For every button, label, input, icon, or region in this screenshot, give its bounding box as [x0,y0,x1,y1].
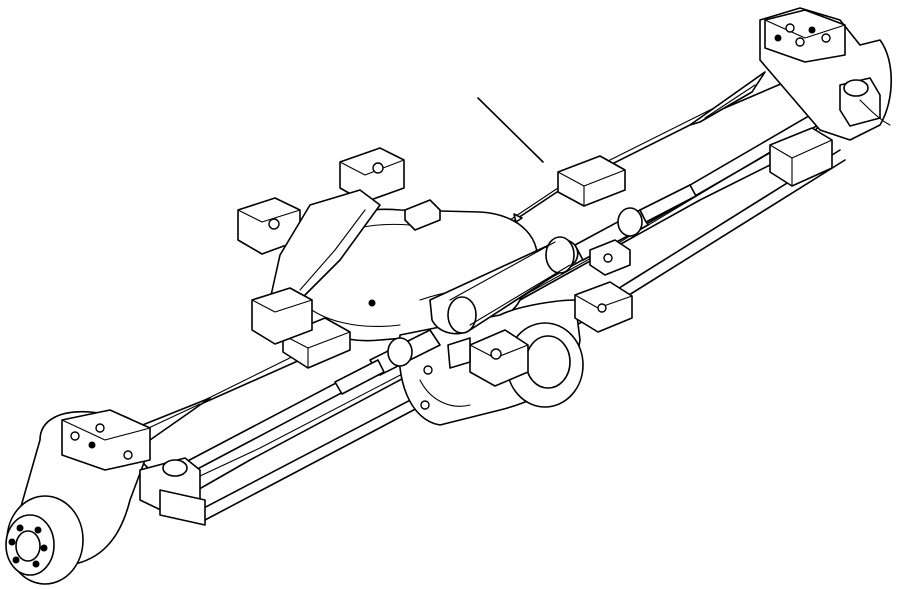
support-brackets [237,147,633,387]
mounting-blocks [282,127,833,369]
leader-line [477,97,544,163]
steering-cylinder [334,184,697,395]
right-steering-knuckle [759,7,893,141]
left-steering-knuckle [5,409,206,585]
